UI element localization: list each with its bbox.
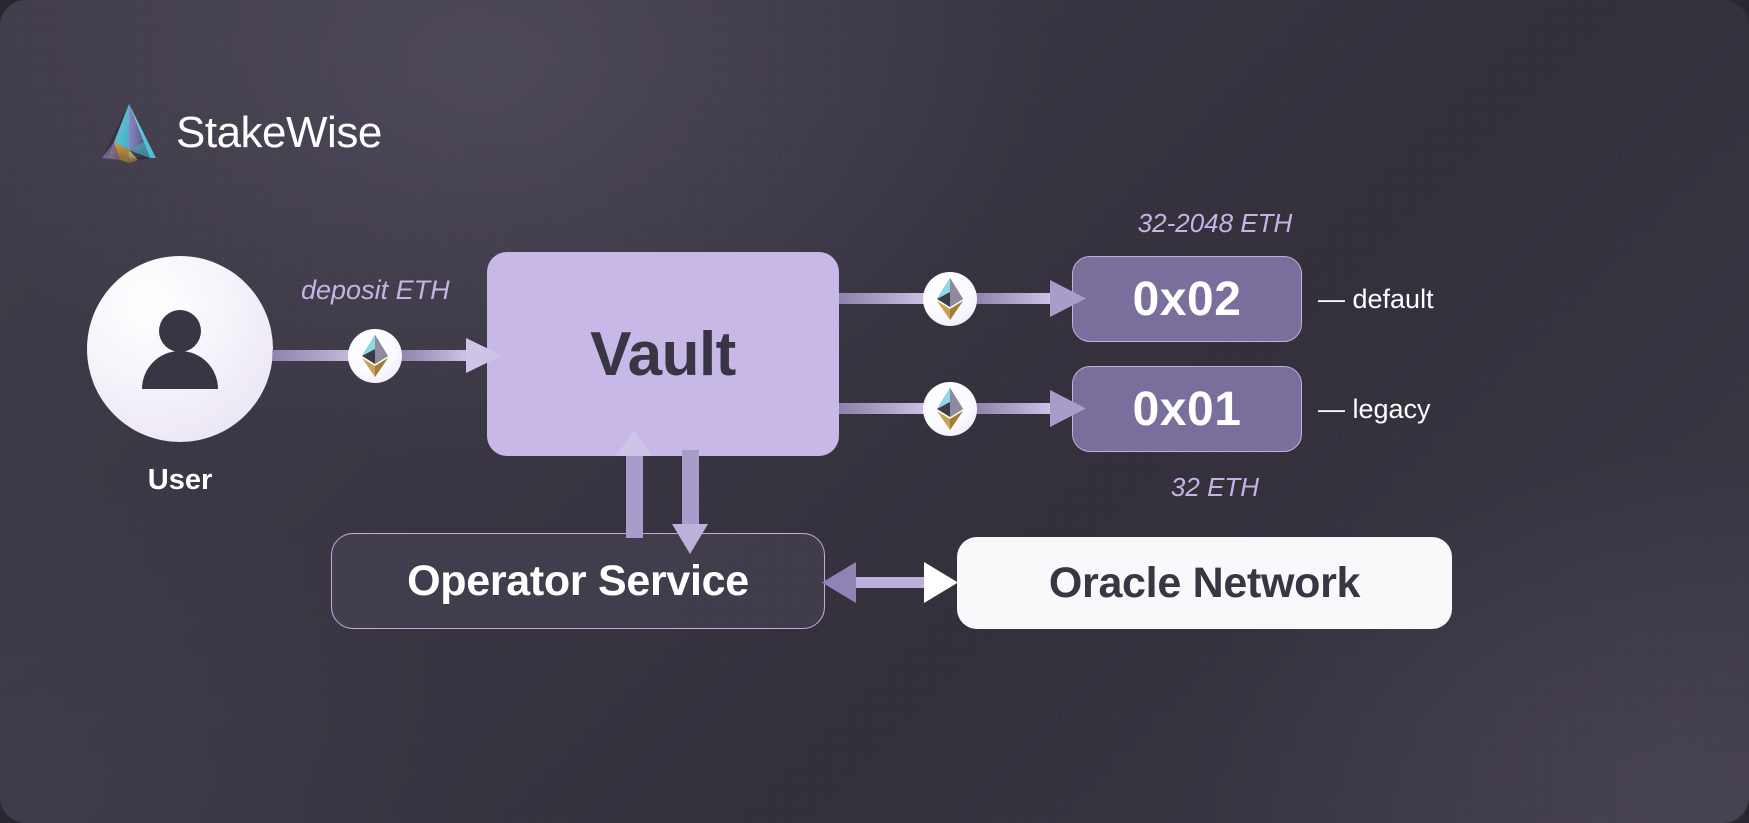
node-operator-service-label: Operator Service — [407, 556, 749, 605]
note-0x01-legacy: — legacy — [1318, 394, 1431, 424]
node-oracle-network[interactable]: Oracle Network — [957, 537, 1452, 629]
ethereum-coin-icon — [923, 382, 977, 436]
node-credential-0x02-label: 0x02 — [1132, 272, 1242, 326]
node-credential-0x02[interactable]: 0x02 — [1072, 256, 1302, 342]
node-operator-service[interactable]: Operator Service — [331, 533, 825, 629]
note-0x01-range: 32 ETH — [1170, 472, 1260, 502]
edge-label-deposit-eth: deposit ETH — [301, 275, 450, 305]
brand-lockup: StakeWise — [100, 102, 382, 164]
node-vault-label: Vault — [590, 319, 736, 389]
node-user[interactable]: User — [87, 256, 273, 497]
ethereum-coin-icon — [348, 329, 402, 383]
user-avatar-icon — [87, 256, 273, 442]
note-0x02-range: 32-2048 ETH — [1137, 208, 1293, 238]
node-credential-0x01-label: 0x01 — [1132, 382, 1242, 436]
node-credential-0x01[interactable]: 0x01 — [1072, 366, 1302, 452]
node-vault[interactable]: Vault — [487, 252, 839, 456]
node-user-label: User — [147, 464, 213, 496]
note-0x02-default: — default — [1318, 284, 1434, 314]
node-oracle-network-label: Oracle Network — [1048, 558, 1361, 607]
stakewise-pyramid-logo-icon — [100, 102, 158, 164]
ethereum-coin-icon — [923, 272, 977, 326]
brand-wordmark: StakeWise — [176, 108, 382, 157]
